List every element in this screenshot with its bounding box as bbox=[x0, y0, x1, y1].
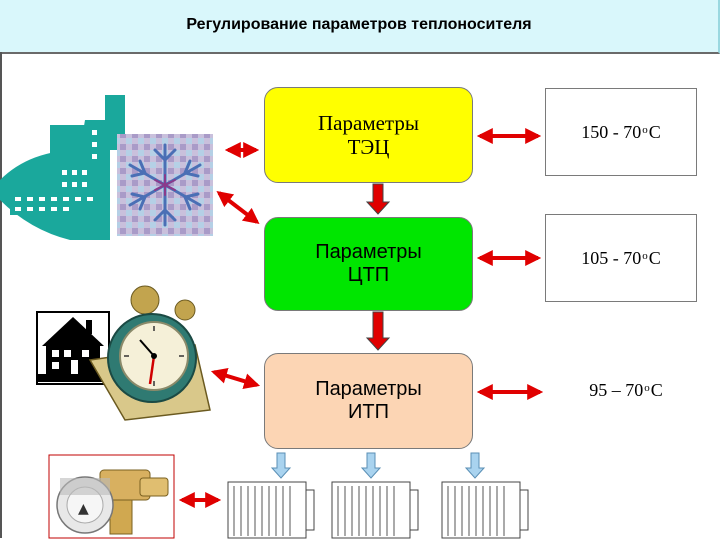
arrow-tec-ctp bbox=[365, 183, 391, 215]
snowflake-icon bbox=[117, 134, 213, 236]
value-itp-degree: o bbox=[644, 382, 650, 394]
flow-arrows bbox=[365, 183, 391, 351]
box-tec-label-1: Параметры bbox=[318, 110, 419, 135]
box-itp: Параметры ИТП bbox=[264, 353, 473, 449]
box-tec: Параметры ТЭЦ bbox=[264, 87, 473, 183]
slide-header: Регулирование параметров теплоносителя bbox=[0, 0, 720, 54]
box-tec-label-2: ТЭЦ bbox=[347, 135, 390, 159]
building-icon bbox=[0, 95, 125, 240]
value-tec-range: 150 - 70 bbox=[581, 121, 642, 142]
box-ctp-label-2: ЦТП bbox=[347, 264, 390, 286]
connector-arrows bbox=[178, 128, 544, 508]
radiator-icon bbox=[441, 481, 529, 539]
arrow-clock-itp bbox=[210, 368, 261, 389]
box-itp-label-2: ИТП bbox=[348, 401, 389, 423]
value-itp-range: 95 – 70 bbox=[589, 379, 644, 400]
radiator-icon bbox=[227, 481, 315, 539]
clock-icon bbox=[88, 285, 211, 421]
value-tec-degree: o bbox=[642, 124, 648, 136]
arrow-ctp-itp bbox=[365, 311, 391, 351]
value-ctp-unit: C bbox=[648, 247, 661, 268]
box-itp-label-1: Параметры bbox=[315, 378, 422, 400]
svg-text:▲: ▲ bbox=[78, 501, 89, 517]
value-ctp-degree: o bbox=[642, 250, 648, 262]
box-ctp-label-1: Параметры bbox=[315, 241, 422, 263]
distribution-arrows bbox=[270, 452, 486, 479]
box-ctp: Параметры ЦТП bbox=[264, 217, 473, 311]
radiators bbox=[227, 481, 529, 539]
value-tec-unit: C bbox=[648, 121, 661, 142]
arrow-snow-ctp bbox=[216, 191, 260, 224]
thermostat-valve-icon: ▲ bbox=[48, 454, 175, 539]
radiator-icon bbox=[331, 481, 419, 539]
content-frame bbox=[0, 52, 720, 538]
slide-title: Регулирование параметров теплоносителя bbox=[186, 16, 532, 33]
value-ctp-range: 105 - 70 bbox=[581, 247, 642, 268]
value-itp-unit: C bbox=[650, 379, 663, 400]
